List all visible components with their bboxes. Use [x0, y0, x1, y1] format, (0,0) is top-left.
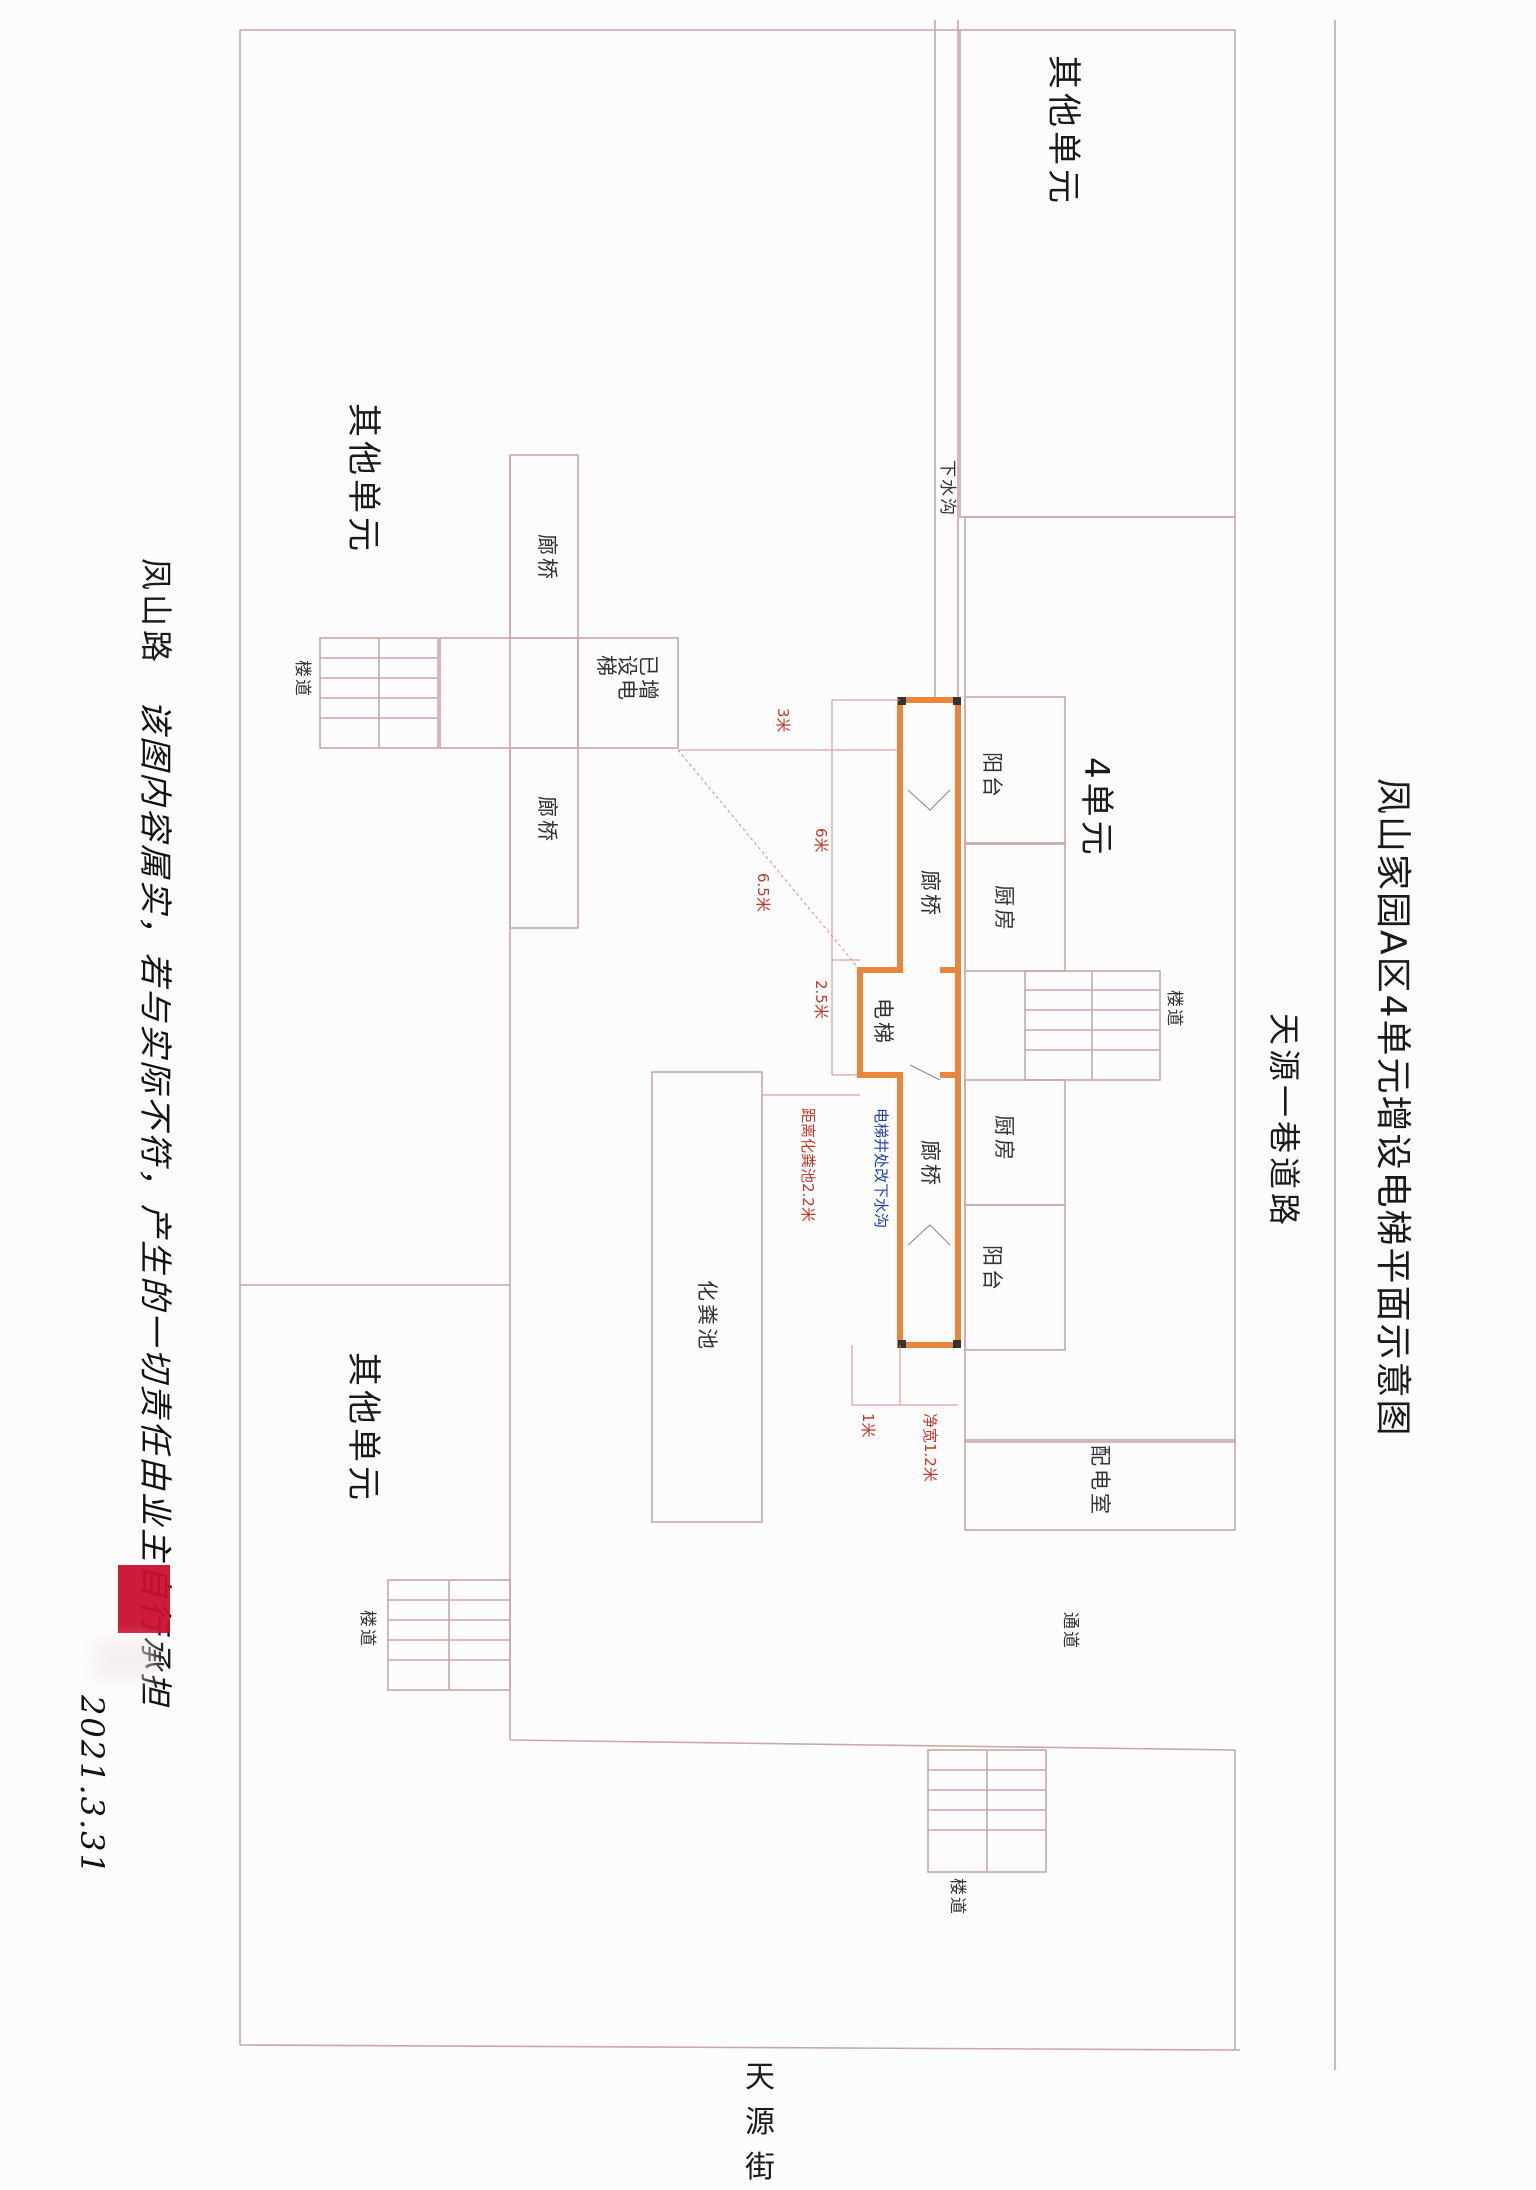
stairs-bottom-right — [927, 1749, 1047, 1873]
proposed-elevator-outline — [857, 697, 961, 1348]
kitchen-label-lower: 厨房 — [992, 1115, 1016, 1163]
dimension-6-5m: 6.5米 — [754, 873, 772, 912]
red-seal-mark — [118, 1565, 170, 1633]
kitchen-label-upper: 厨房 — [992, 885, 1016, 933]
stairs-label-bottom-right: 楼道 — [947, 1878, 967, 1916]
unit-middle-label: 其他单元 — [343, 403, 383, 555]
block-balcony-upper — [964, 696, 1066, 845]
stairs-left-lower — [387, 1579, 511, 1691]
septic-tank-label: 化粪池 — [695, 1280, 719, 1352]
passage-label: 通道 — [1060, 1612, 1080, 1650]
unit-top-label: 其他单元 — [1043, 55, 1083, 207]
balcony-label-lower: 阳台 — [980, 1245, 1004, 1293]
road-bottom-label: 天源街 — [740, 2055, 780, 2190]
block-balcony-lower — [964, 1204, 1066, 1351]
bridge-label-upper-left: 廊桥 — [535, 534, 559, 582]
unit-4-label: 4单元 — [1076, 757, 1116, 859]
stairs-label-lower-left: 楼道 — [357, 1610, 377, 1648]
drain-relocation-note: 电梯井处改下水沟 — [872, 1108, 890, 1229]
stairs-left-upper — [319, 637, 439, 749]
block-distribution-room — [964, 1439, 1236, 1531]
stairs-label-upper-left: 楼道 — [292, 660, 312, 698]
door-swings — [907, 789, 951, 1246]
blurred-mark — [95, 1640, 155, 1680]
unit-bottom-label: 其他单元 — [343, 1352, 383, 1504]
road-bottom-text: 天源街 — [745, 2060, 775, 2185]
distribution-room-label: 配电室 — [1088, 1445, 1112, 1517]
block-top-unit — [959, 29, 1236, 518]
bridge-label-lower: 廊桥 — [918, 1140, 942, 1188]
dimension-septic-distance: 距离化粪池2.2米 — [799, 1108, 817, 1222]
bottom-block-line — [509, 1739, 1236, 1751]
block-septic-tank — [651, 1071, 763, 1523]
bridge-label-upper: 廊桥 — [918, 870, 942, 918]
dimension-2-5m: 2.5米 — [812, 980, 830, 1019]
dimension-clear-width: 净宽1.2米 — [921, 1413, 939, 1482]
handwritten-note: 该图内容属实，若与实际不符，产生的一切责任由业主自行承担 — [136, 700, 175, 1708]
diagram-title: 凤山家园A区4单元增设电梯平面示意图 — [1372, 778, 1413, 1438]
block-stair-link — [439, 637, 579, 749]
dimension-6m: 6米 — [812, 828, 830, 853]
block-kitchen-upper — [964, 842, 1066, 972]
stairs-right — [1024, 970, 1161, 1081]
elevator-label: 电梯 — [871, 998, 895, 1046]
block-unit-4 — [964, 516, 1236, 1443]
dimension-3m: 3米 — [774, 708, 792, 733]
handwritten-date: 2021.3.31 — [73, 1695, 111, 1876]
existing-elevator-label: 已增设电梯 — [594, 655, 660, 703]
balcony-label-upper: 阳台 — [980, 752, 1004, 800]
drain-label: 下水沟 — [937, 460, 957, 517]
bridge-label-lower-left: 廊桥 — [535, 796, 559, 844]
road-left-label: 凤山路 — [137, 558, 175, 667]
border-bottom-line — [239, 2044, 1241, 2051]
road-top-label: 天源一巷道路 — [1265, 1013, 1303, 1230]
dimension-1m: 1米 — [859, 1413, 877, 1438]
dimension-lines — [677, 699, 958, 1406]
wall-corner-marks — [898, 697, 961, 1348]
stairs-label-right: 楼道 — [1164, 990, 1184, 1028]
